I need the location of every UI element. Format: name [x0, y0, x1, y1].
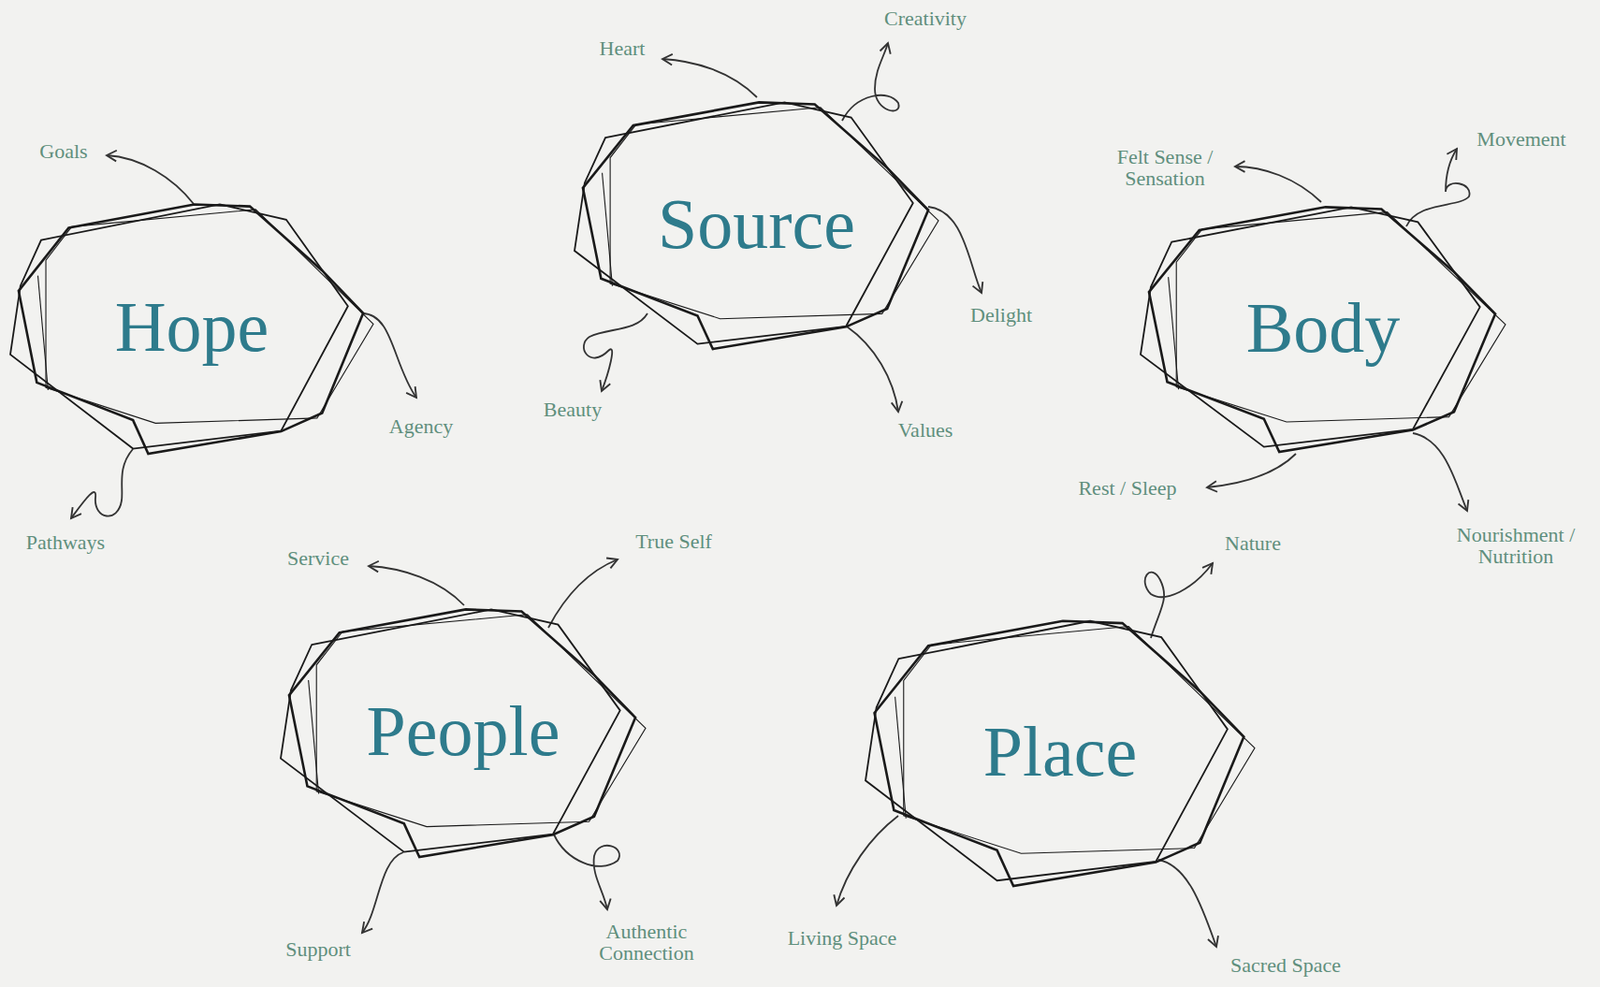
leader-arrow: [362, 852, 404, 933]
branch-label: Goals: [39, 140, 88, 162]
outline-stroke: [582, 101, 929, 350]
node-title: Body: [1246, 291, 1401, 364]
outline-stroke: [602, 173, 613, 287]
leader-arrow: [583, 313, 648, 392]
outline-stroke: [289, 609, 636, 858]
branch-label: Authentic Connection: [585, 920, 708, 964]
leader-arrow: [106, 155, 194, 204]
leader-arrow: [842, 43, 900, 121]
node-title: Place: [983, 715, 1138, 787]
branch-label: Nourishment / Nutrition: [1445, 523, 1586, 568]
leader-arrow: [928, 206, 982, 293]
branch-label: Living Space: [787, 927, 898, 949]
branch-label: Sacred Space: [1230, 954, 1341, 976]
leader-arrow: [846, 326, 899, 412]
theme-node: Place: [865, 615, 1255, 887]
outline-stroke: [1168, 276, 1179, 390]
node-title: Source: [657, 188, 856, 260]
leader-arrow: [362, 313, 417, 398]
leader-arrow: [836, 815, 899, 906]
branch-label: Movement: [1476, 128, 1566, 150]
branch-label: Creativity: [884, 7, 967, 30]
leader-arrow: [71, 449, 133, 519]
outline-stroke: [18, 203, 364, 454]
outline-stroke: [903, 626, 1255, 855]
branch-label: Delight: [970, 304, 1033, 326]
leader-arrow: [1406, 148, 1470, 227]
leader-arrow: [662, 58, 757, 98]
theme-node: Body: [1140, 202, 1506, 452]
outline-stroke: [316, 614, 646, 828]
leader-arrow: [1145, 563, 1213, 639]
branch-label: Agency: [389, 415, 453, 437]
outline-stroke: [37, 276, 48, 391]
outline-stroke: [895, 697, 907, 819]
outline-stroke: [1176, 212, 1506, 422]
leader-arrow: [1412, 433, 1468, 511]
outline-stroke: [45, 209, 374, 423]
outline-stroke: [610, 107, 939, 320]
leader-arrow: [1158, 859, 1217, 947]
leader-arrow: [548, 559, 618, 628]
leader-arrow: [368, 566, 465, 606]
node-title: People: [366, 695, 561, 767]
theme-node: Hope: [10, 199, 374, 454]
branch-label: Values: [898, 419, 954, 441]
theme-node: Source: [574, 97, 939, 350]
branch-label: Beauty: [543, 398, 602, 421]
leader-arrow: [1235, 166, 1322, 203]
branch-label: Felt Sense / Sensation: [1104, 145, 1226, 190]
leader-arrow: [553, 834, 620, 910]
branch-label: Nature: [1224, 532, 1281, 554]
outline-stroke: [874, 621, 1245, 887]
branch-label: Rest / Sleep: [1077, 477, 1177, 499]
theme-node: People: [280, 604, 646, 858]
branch-label: Service: [287, 547, 350, 569]
outline-stroke: [1149, 206, 1496, 452]
branch-label: Pathways: [26, 531, 105, 553]
branch-label: Heart: [599, 37, 646, 59]
branch-label: True Self: [635, 530, 713, 553]
outline-stroke: [308, 680, 320, 795]
leader-arrow: [1207, 453, 1296, 488]
branch-label: Support: [285, 938, 351, 960]
node-title: Hope: [115, 290, 270, 363]
